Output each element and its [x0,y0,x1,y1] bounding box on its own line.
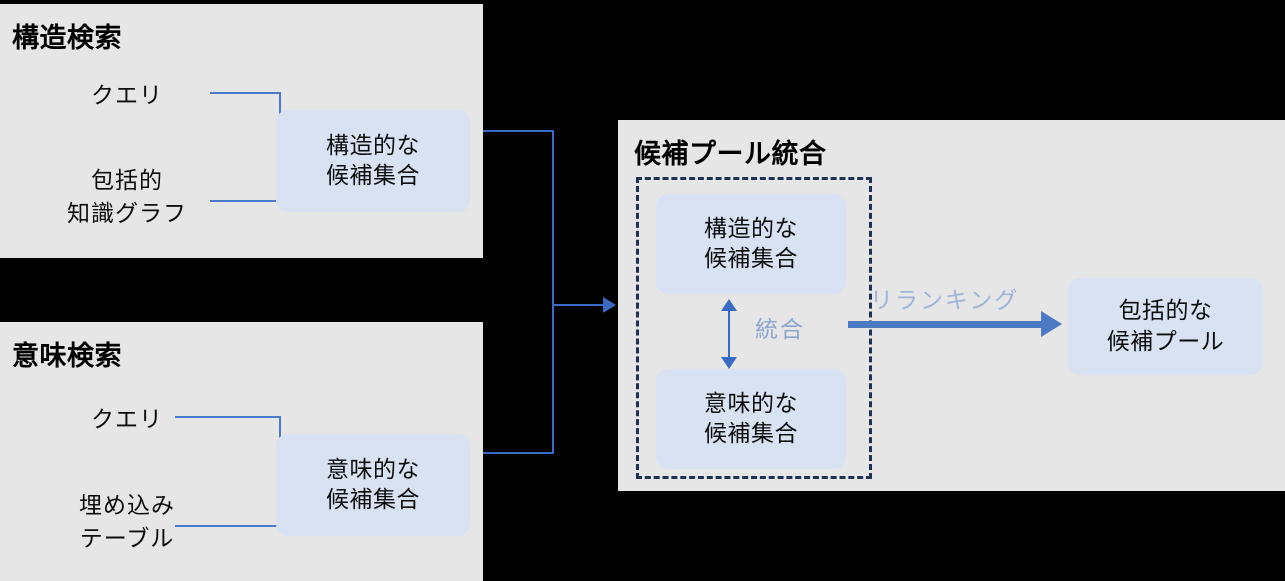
node-fusion-structural-candidate-set: 構造的な 候補集合 [656,194,846,294]
node-final-candidate-pool-line1: 包括的な [1118,298,1213,325]
label-knowledge-graph-line2: 知識グラフ [67,201,187,227]
rerank-arrow-shaft [848,321,1042,328]
node-structural-candidate-set: 構造的な 候補集合 [276,110,470,212]
fusion-group-dashed-box [636,177,872,479]
label-embedding-table-line1: 埋め込み [79,493,175,519]
node-structural-candidate-set-line1: 構造的な [326,132,420,159]
label-query-structural: クエリ [91,83,163,109]
label-query-semantic: クエリ [91,407,163,433]
panel-title-candidate-pool-fusion: 候補プール統合 [634,139,827,170]
panel-structural-retrieval: 構造検索 クエリ 包括的 知識グラフ 構造的な 候補集合 [0,4,483,258]
merge-connector-stem [552,304,605,306]
node-fusion-semantic-line1: 意味的な [704,390,798,417]
merge-connector-bottom [483,452,554,454]
node-fusion-semantic-line2: 候補集合 [704,421,798,447]
node-fusion-structural-line2: 候補集合 [704,246,798,272]
connector-bottom-branch-semantic [175,525,280,527]
node-final-candidate-pool-line2: 候補プール [1106,328,1225,355]
merge-connector-spine [552,130,554,454]
label-knowledge-graph-line1: 包括的 [91,168,163,194]
connector-top-branch [210,92,280,94]
merge-bidirectional-shaft [728,310,730,358]
arrowhead-merge-down [721,357,737,369]
rerank-arrowhead [1041,311,1062,337]
connector-bottom-branch [210,200,280,202]
panel-candidate-pool-fusion: 候補プール統合 構造的な 候補集合 統合 意味的な 候補集合 リランキング 包括… [618,120,1285,491]
panel-semantic-retrieval: 意味検索 クエリ 埋め込み テーブル 意味的な 候補集合 [0,322,483,581]
merge-connector-top [483,130,554,132]
node-structural-candidate-set-line2: 候補集合 [326,163,420,189]
node-semantic-candidate-set-line2: 候補集合 [326,487,420,513]
node-final-candidate-pool: 包括的な 候補プール [1068,278,1263,375]
edge-label-merge: 統合 [755,317,805,343]
node-fusion-structural-line1: 構造的な [704,215,798,242]
node-semantic-candidate-set: 意味的な 候補集合 [276,434,470,536]
edge-label-reranking: リランキング [870,288,1020,314]
arrowhead-to-fusion-panel [603,297,616,313]
connector-top-branch-semantic [175,416,280,418]
node-fusion-semantic-candidate-set: 意味的な 候補集合 [656,369,846,469]
panel-title-structural-retrieval: 構造検索 [12,23,122,54]
panel-title-semantic-retrieval: 意味検索 [12,341,122,372]
arrowhead-merge-up [721,299,737,311]
node-semantic-candidate-set-line1: 意味的な [326,456,420,483]
label-embedding-table-line2: テーブル [79,526,175,552]
